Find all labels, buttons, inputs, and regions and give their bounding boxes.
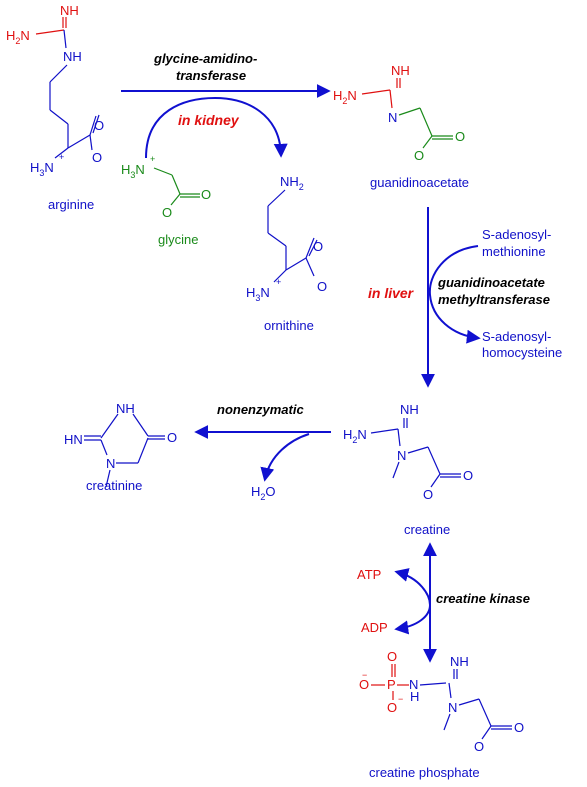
ornithine-carboxyl-o: O (317, 279, 327, 294)
glycine-h3n-label: H3N (121, 162, 145, 180)
creatine-phosphate-nh-label: NH (450, 654, 469, 669)
glycine-carbonyl-o: O (201, 187, 211, 202)
arrow-water-release (260, 433, 310, 482)
arrow-glycine-to-ornithine (145, 96, 288, 159)
creatine-nh-label: NH (400, 402, 419, 417)
location-kidney: in kidney (178, 112, 240, 128)
arginine-nh-amide-label: NH (63, 49, 82, 64)
phosphate-top-o: O (387, 649, 397, 664)
phosphate-bottom-minus: − (398, 694, 403, 704)
enzyme-agat-line1: glycine-amidino- (153, 51, 257, 66)
enzyme-agat-line2: transferase (176, 68, 246, 83)
phosphate-left-minus: − (362, 670, 367, 680)
creatine-phosphate-carboxyl-o: O (474, 739, 484, 754)
enzyme-nonenzymatic: nonenzymatic (217, 402, 304, 417)
creatine-name: creatine (404, 522, 450, 537)
creatinine-nh-label: NH (116, 401, 135, 416)
creatinine-carbonyl-o: O (167, 430, 177, 445)
arginine-plus: + (59, 152, 64, 162)
water-label: H2O (251, 484, 276, 502)
glycine-structure: H3N + O O glycine (121, 154, 211, 247)
creatine-phosphate-n-label: N (448, 700, 457, 715)
enzyme-gamt-line1: guanidinoacetate (437, 275, 545, 290)
creatine-phosphate-nh-n: N (409, 677, 418, 692)
creatine-h2n-label: H2N (343, 427, 367, 445)
sam-label-line1: S-adenosyl- (482, 227, 551, 242)
creatine-phosphate-carbonyl-o: O (514, 720, 524, 735)
creatinine-name: creatinine (86, 478, 142, 493)
ornithine-plus: + (276, 277, 281, 287)
sah-label-line1: S-adenosyl- (482, 329, 551, 344)
glycine-carboxyl-o: O (162, 205, 172, 220)
atp-label: ATP (357, 567, 381, 582)
arginine-h3n-label: H3N (30, 160, 54, 178)
creatine-phosphate-name: creatine phosphate (369, 765, 480, 780)
creatinine-structure: NH HN O N creatinine (64, 401, 177, 493)
guanidinoacetate-n-label: N (388, 110, 397, 125)
creatinine-n-label: N (106, 456, 115, 471)
sah-label-line2: homocysteine (482, 345, 562, 360)
adp-label: ADP (361, 620, 388, 635)
location-liver: in liver (368, 285, 415, 301)
arginine-structure: NH H2N NH O O H3N + arginine (6, 3, 104, 212)
glycine-plus: + (150, 154, 155, 164)
arrow-sam-to-sah (428, 245, 481, 344)
phosphate-p: P (387, 677, 396, 692)
ornithine-nh2-label: NH2 (280, 174, 304, 192)
guanidinoacetate-structure: NH H2N N O O guanidinoacetate (333, 63, 469, 190)
arrow-atp-adp (394, 568, 432, 635)
creatine-n-label: N (397, 448, 406, 463)
guanidinoacetate-name: guanidinoacetate (370, 175, 469, 190)
arginine-name: arginine (48, 197, 94, 212)
ornithine-h3n-label: H3N (246, 285, 270, 303)
sam-label-line2: methionine (482, 244, 546, 259)
creatine-structure: NH H2N N O O creatine (343, 402, 473, 537)
ornithine-structure: NH2 O O H3N + ornithine (246, 174, 327, 333)
creatinine-hn-label: HN (64, 432, 83, 447)
guanidinoacetate-nh-label: NH (391, 63, 410, 78)
guanidinoacetate-carboxyl-o: O (414, 148, 424, 163)
arginine-carboxyl-o: O (92, 150, 102, 165)
creatine-carboxyl-o: O (423, 487, 433, 502)
guanidinoacetate-carbonyl-o: O (455, 129, 465, 144)
arginine-h2n-label: H2N (6, 28, 30, 46)
glycine-name: glycine (158, 232, 198, 247)
arginine-carbonyl-o: O (94, 118, 104, 133)
enzyme-creatine-kinase: creatine kinase (436, 591, 530, 606)
guanidinoacetate-h2n-label: H2N (333, 88, 357, 106)
phosphate-bottom-o: O (387, 700, 397, 715)
creatine-phosphate-nh-h: H (410, 689, 419, 704)
arginine-nh-label: NH (60, 3, 79, 18)
creatine-phosphate-structure: O O − P O − N H NH N O O creatine phosph… (359, 649, 524, 780)
enzyme-gamt-line2: methyltransferase (438, 292, 550, 307)
phosphate-left-o: O (359, 677, 369, 692)
ornithine-carbonyl-o: O (313, 239, 323, 254)
creatine-carbonyl-o: O (463, 468, 473, 483)
ornithine-name: ornithine (264, 318, 314, 333)
